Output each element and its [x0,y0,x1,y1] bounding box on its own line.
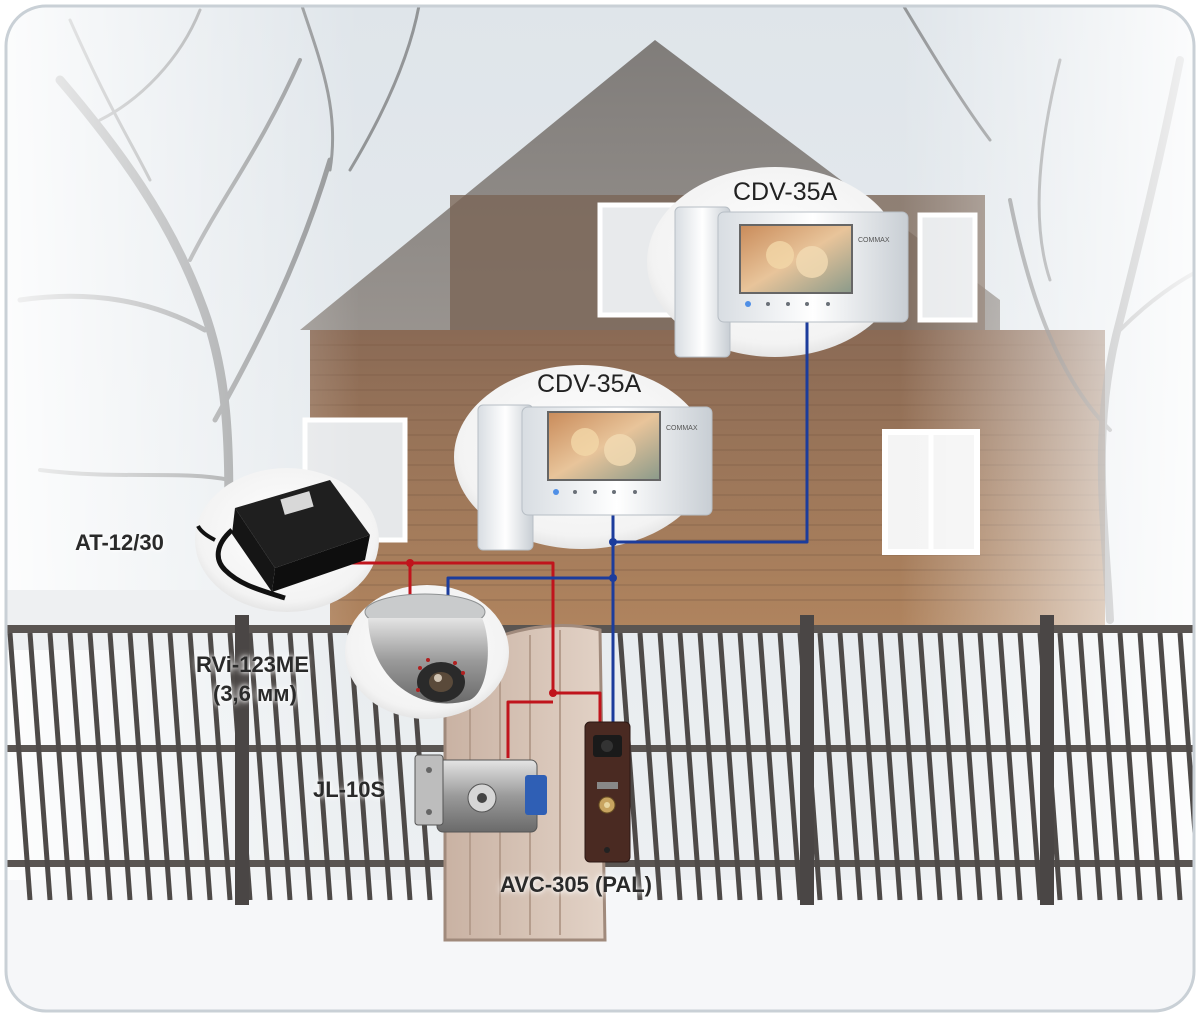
monitor-top-label: CDV-35A [733,178,838,206]
video-junction [609,538,617,546]
electromechanical-lock [414,754,547,833]
video-wiring [446,316,809,725]
monitor-bottom: COMMAX [477,404,713,551]
video-junction [609,574,617,582]
monitor-brand: COMMAX [666,425,698,432]
monitor-brand: COMMAX [858,237,890,244]
power-junction [549,689,557,697]
camera-lens-label: (3,6 мм) [213,681,297,706]
lock-label: JL-10S [313,777,386,802]
dome-camera [364,593,488,704]
power-junction [406,559,414,567]
camera-model-label: RVi-123ME [196,652,309,677]
frame-border [4,4,1196,1013]
monitor-bottom-label: CDV-35A [537,370,642,398]
power-supply-label: AT-12/30 [75,530,164,555]
door-panel-label: AVC-305 (PAL) [500,872,652,897]
monitor-top: COMMAX [674,206,909,358]
door-call-panel [584,721,631,863]
power-supply-unit [196,480,370,601]
